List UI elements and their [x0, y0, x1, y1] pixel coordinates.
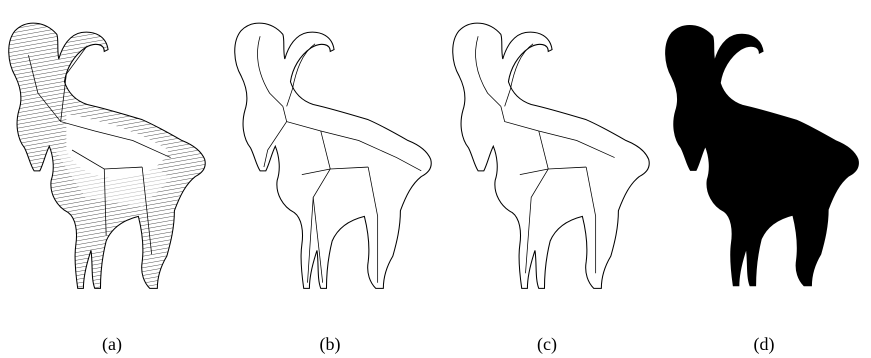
goat-skeleton-figure: [226, 0, 444, 300]
panel-d: [657, 0, 871, 300]
caption-c: (c): [537, 334, 557, 355]
goat-silhouette-figure: [657, 0, 871, 300]
goat-pruned-skeleton-figure: [444, 0, 662, 300]
caption-a: (a): [102, 334, 122, 355]
caption-d: (d): [754, 334, 775, 355]
panel-c: [444, 0, 662, 300]
panel-a: [0, 0, 218, 300]
goat-triangulation-figure: [0, 0, 218, 300]
panel-b: [226, 0, 444, 300]
caption-b: (b): [320, 334, 341, 355]
